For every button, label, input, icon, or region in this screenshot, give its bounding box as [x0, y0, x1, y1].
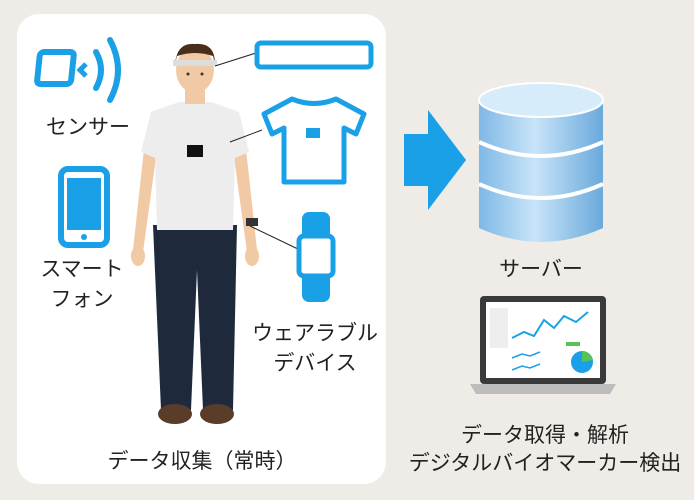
analysis-label-line1: データ取得・解析	[461, 423, 629, 447]
analysis-label-line2: デジタルバイオマーカー検出	[408, 451, 682, 475]
sensor-label: センサー	[46, 115, 130, 139]
wearable-label-line2: デバイス	[273, 351, 357, 375]
tshirt-icon	[261, 96, 367, 185]
server-label: サーバー	[499, 257, 583, 281]
headband-icon	[254, 40, 374, 70]
person-illustration	[131, 43, 259, 424]
wearable-label-line1: ウェアラブル	[252, 321, 378, 345]
smartwatch-icon	[296, 212, 336, 302]
arrow-right-icon	[404, 110, 466, 210]
data-collection-label: データ収集（常時）	[107, 449, 297, 473]
smartphone-icon	[58, 166, 110, 248]
smartphone-label-line2: フォン	[50, 287, 114, 311]
sensor-icon	[34, 37, 121, 103]
laptop-icon	[470, 296, 616, 394]
database-icon	[478, 82, 604, 242]
smartphone-label-line1: スマート	[40, 257, 124, 281]
